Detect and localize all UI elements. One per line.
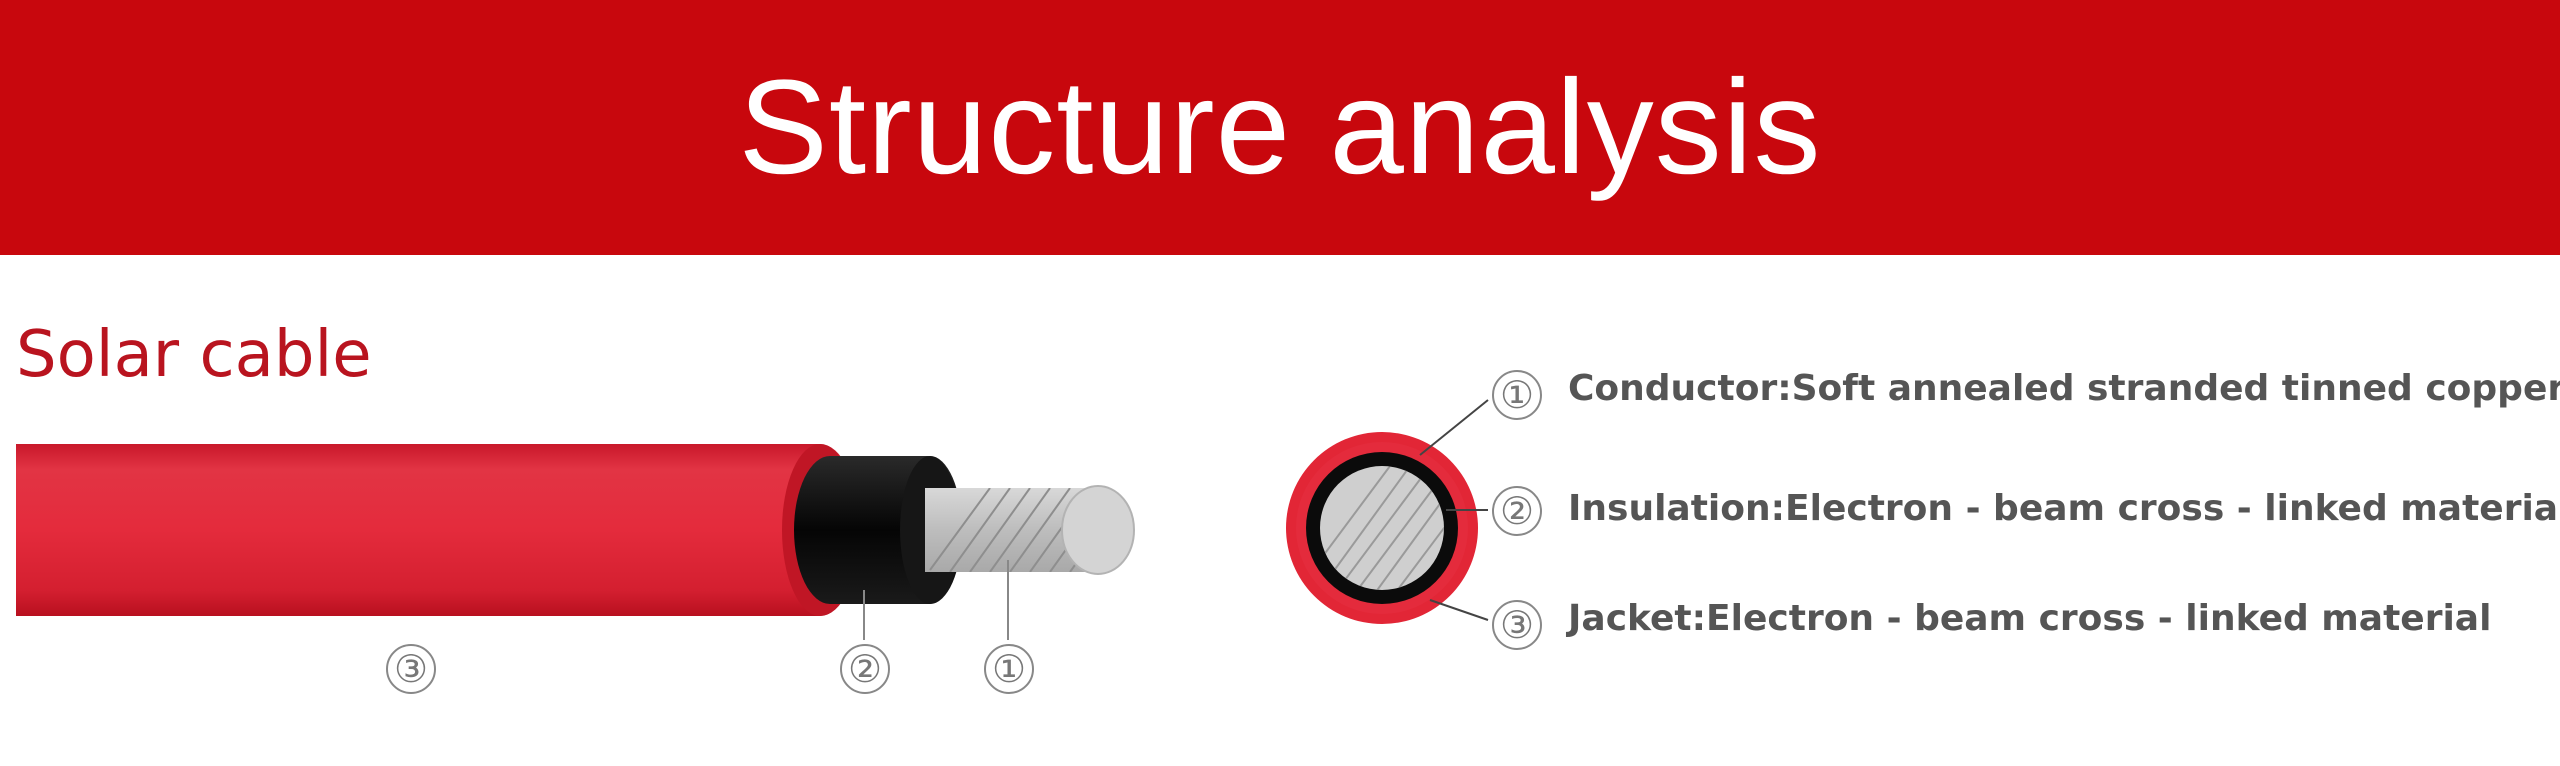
conductor-detail: Soft annealed stranded tinned copper <box>1791 368 2560 409</box>
header-banner: Structure analysis <box>0 0 2560 255</box>
jacket-callout-marker: ③ <box>1492 600 1542 650</box>
conductor-section <box>925 485 1135 575</box>
insulation-callout-marker: ② <box>1492 486 1542 536</box>
conductor-callout-marker: ① <box>1492 370 1542 420</box>
conductor-marker: ① <box>984 644 1034 694</box>
conductor-description: Conductor:Soft annealed stranded tinned … <box>1568 368 2560 409</box>
jacket-detail: Electron - beam cross - linked material <box>1706 598 2492 639</box>
cross-section <box>1286 432 1478 624</box>
jacket-section <box>16 444 860 616</box>
jacket-marker: ③ <box>386 644 436 694</box>
page-title: Structure analysis <box>738 53 1822 202</box>
insulation-description: Insulation:Electron - beam cross - linke… <box>1568 488 2560 529</box>
jacket-description: Jacket:Electron - beam cross - linked ma… <box>1568 598 2492 639</box>
cable-name: Solar cable <box>16 318 372 392</box>
insulation-detail: Electron - beam cross - linked material <box>1785 488 2560 529</box>
conductor-callout-line <box>1419 399 1489 456</box>
insulation-marker: ② <box>840 644 890 694</box>
conductor-name: Conductor <box>1568 368 1778 409</box>
insulation-name: Insulation <box>1568 488 1771 529</box>
jacket-name: Jacket <box>1568 598 1692 639</box>
jacket-callout-line <box>1429 599 1489 621</box>
